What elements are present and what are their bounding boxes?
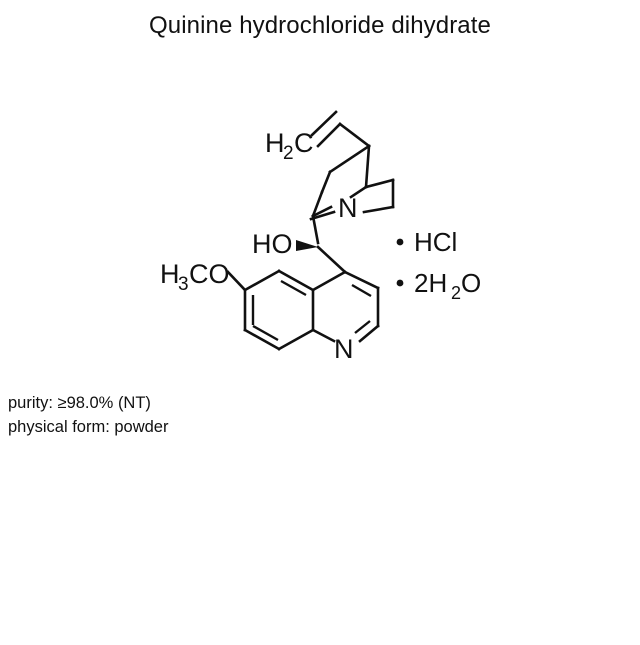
properties-block: purity: ≥98.0% (NT) physical form: powde… [8,392,168,440]
quinuclidine-bond-front-upper [320,170,332,194]
quinuclidine-nitrogen-label: N [338,193,358,223]
quinuclidine-bond-c3-c2front [328,144,371,174]
quinuclidine-bond-front-lower [311,190,324,218]
pyridine-bond-n1-c8a [311,328,336,343]
hydrate-formula-pre: 2H [414,268,447,298]
pyridine-bond-c4-c3 [343,270,380,290]
vinyl-h: H [265,128,285,158]
quinoline-nitrogen-label: N [334,334,354,364]
salt-hcl-formula: HCl [414,227,457,257]
pyridine-double-c2-n1 [354,320,371,334]
methoxy-h: H [160,259,180,289]
benzene-double-c7-c8 [252,324,279,342]
hydrate-formula-post: O [461,268,481,298]
pyridine-double-c4-c3 [351,283,372,298]
benzene-bond-c4a-c5 [277,269,315,292]
quinuclidine-bond-c4-back [364,178,395,189]
page-title: Quinine hydrochloride dihydrate [149,12,491,39]
pyridine-bond-c2-n1 [358,324,380,343]
quinuclidine-bond-back-to-n [362,205,395,214]
vinyl-c: C [294,128,314,158]
hydrate-bullet-icon [396,279,404,287]
quinuclidine-bond-c2-carbinol [311,214,320,245]
carbinol-to-quinoline-bond [316,245,347,274]
methoxy-o-to-ring-bond [226,270,247,292]
benzene-bond-c7-c8 [243,328,281,351]
benzene-bond-c5-c6 [243,269,281,292]
benzene-double-c4a-c5 [280,279,307,297]
methoxy-label: H 3 CO [160,259,230,295]
quinuclidine-bond-c4-n [349,185,368,199]
hydroxyl-label: HO [252,229,293,259]
benzene-bond-c8-c8a [277,328,315,351]
property-physical-form: physical form: powder [8,417,169,436]
quinuclidine-bond-n-left [309,210,336,221]
pyridine-bond-c4a-c4 [311,270,347,292]
hydrate-formula-subscript: 2 [451,283,461,303]
methoxy-co: CO [189,259,230,289]
salt-hcl: HCl [396,227,457,257]
quinuclidine-bond-c3-c4 [364,144,371,189]
vinyl-to-ring-bond [338,122,371,148]
salt-bullet-icon [396,238,404,246]
property-purity: purity: ≥98.0% (NT) [8,394,151,412]
quinuclidine-bond-left-inner [311,205,333,218]
salt-dihydrate: 2H 2 O [396,268,481,303]
vinyl-h-subscript: 2 [283,143,294,164]
vinyl-double-bond [310,110,342,148]
vinyl-ch2-label: H 2 C [265,128,314,164]
methoxy-h-subscript: 3 [178,274,189,295]
hydroxyl-stereo-wedge [296,240,318,251]
